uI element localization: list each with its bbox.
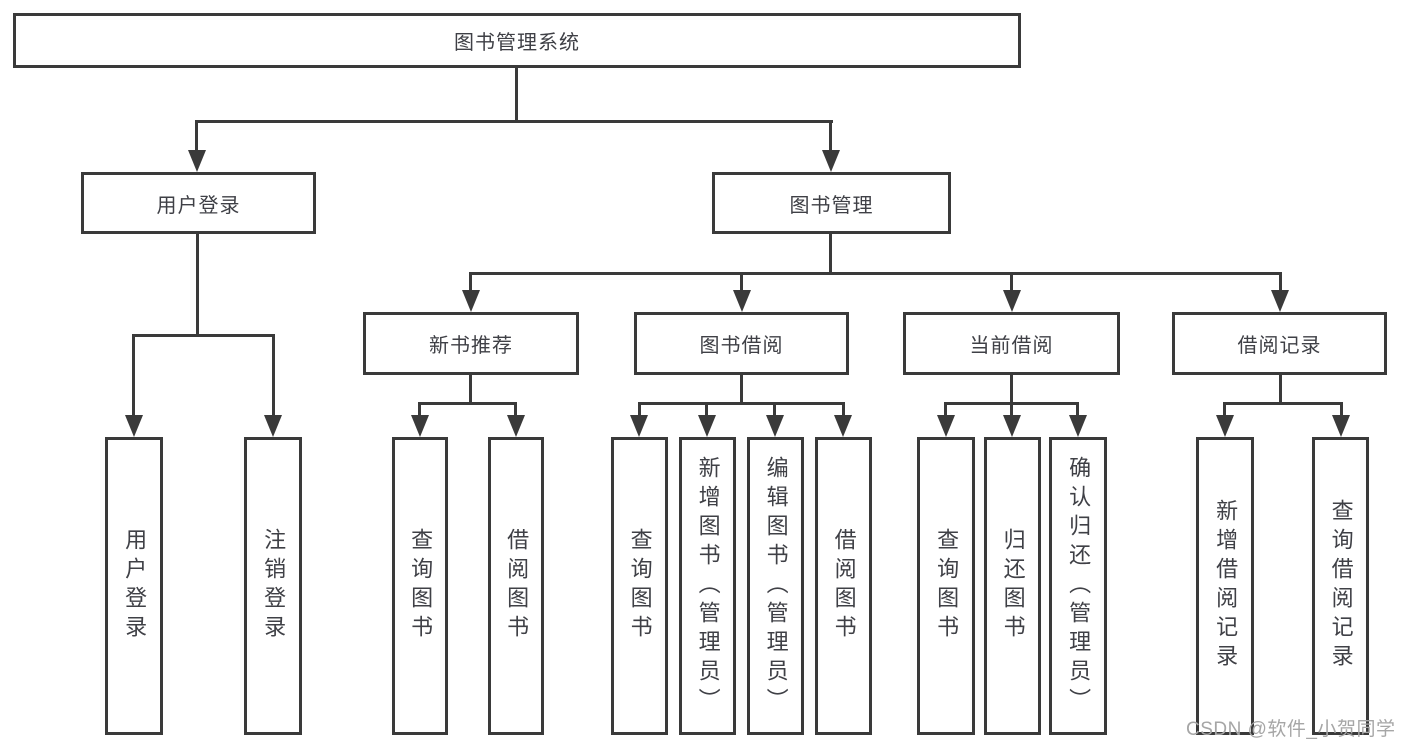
node-user-login-leaf: 用户登录 (105, 437, 163, 735)
node-add-borrow-record: 新增借阅记录 (1196, 437, 1254, 735)
connector-vline (1279, 375, 1282, 404)
node-book-management: 图书管理 (712, 172, 951, 234)
connector-vline (1223, 402, 1226, 415)
arrow-down-icon (507, 415, 525, 437)
connector-vline (1340, 402, 1343, 415)
arrow-down-icon (834, 415, 852, 437)
connector-hline (418, 402, 517, 405)
node-return-books: 归还图书 (984, 437, 1041, 735)
node-borrow-books-2: 借阅图书 (815, 437, 872, 735)
arrow-down-icon (1003, 415, 1021, 437)
node-label: 注销登录 (261, 528, 287, 644)
connector-vline (514, 402, 517, 415)
node-label: 归还图书 (1000, 528, 1026, 644)
node-current-borrow: 当前借阅 (903, 312, 1120, 375)
node-label: 查询图书 (627, 528, 653, 644)
connector-vline (272, 334, 275, 415)
node-label: 借阅图书 (831, 528, 857, 644)
connector-hline (469, 272, 1282, 275)
arrow-down-icon (1003, 290, 1021, 312)
arrow-down-icon (462, 290, 480, 312)
connector-vline (515, 68, 518, 121)
connector-vline (1076, 402, 1079, 415)
connector-vline (196, 234, 199, 336)
node-label: 编辑图书（管理员） (763, 455, 789, 717)
node-logout: 注销登录 (244, 437, 302, 735)
arrow-down-icon (630, 415, 648, 437)
node-add-books-admin: 新增图书（管理员） (679, 437, 736, 735)
node-label: 借阅图书 (504, 528, 530, 644)
connector-vline (944, 402, 947, 415)
connector-hline (1223, 402, 1343, 405)
arrow-down-icon (937, 415, 955, 437)
node-label: 用户登录 (156, 194, 241, 217)
connector-vline (469, 375, 472, 404)
node-label: 借阅记录 (1237, 335, 1322, 357)
connector-vline (705, 402, 708, 415)
node-label: 新增借阅记录 (1213, 499, 1239, 673)
node-label: 确认归还（管理员） (1066, 455, 1092, 717)
connector-vline (195, 120, 198, 152)
arrow-down-icon (188, 150, 206, 172)
connector-vline (1010, 375, 1013, 404)
connector-vline (829, 234, 832, 274)
arrow-down-icon (411, 415, 429, 437)
node-borrow-records: 借阅记录 (1172, 312, 1387, 375)
node-library-system: 图书管理系统 (13, 13, 1021, 68)
node-edit-books-admin: 编辑图书（管理员） (747, 437, 804, 735)
node-query-borrow-record: 查询借阅记录 (1312, 437, 1369, 735)
arrow-down-icon (733, 290, 751, 312)
node-new-book-recommend: 新书推荐 (363, 312, 579, 375)
connector-vline (829, 120, 832, 152)
node-user-login: 用户登录 (81, 172, 316, 234)
connector-hline (195, 120, 833, 123)
connector-vline (132, 334, 135, 415)
node-query-books-2: 查询图书 (611, 437, 668, 735)
arrow-down-icon (766, 415, 784, 437)
node-label: 图书借阅 (699, 335, 784, 357)
connector-vline (1010, 272, 1013, 292)
node-label: 查询图书 (408, 528, 434, 644)
connector-vline (740, 272, 743, 292)
arrow-down-icon (125, 415, 143, 437)
node-label: 新书推荐 (429, 335, 513, 357)
node-label: 新增图书（管理员） (695, 455, 721, 717)
node-borrow-books-1: 借阅图书 (488, 437, 544, 735)
arrow-down-icon (1216, 415, 1234, 437)
arrow-down-icon (698, 415, 716, 437)
node-confirm-return-admin: 确认归还（管理员） (1049, 437, 1107, 735)
node-label: 查询图书 (934, 528, 960, 644)
node-label: 图书管理 (789, 194, 874, 217)
arrow-down-icon (822, 150, 840, 172)
node-book-borrow: 图书借阅 (634, 312, 849, 375)
connector-vline (469, 272, 472, 292)
node-label: 查询借阅记录 (1328, 499, 1354, 673)
connector-hline (638, 402, 845, 405)
node-query-books-3: 查询图书 (917, 437, 975, 735)
arrow-down-icon (1332, 415, 1350, 437)
arrow-down-icon (264, 415, 282, 437)
node-label: 当前借阅 (969, 335, 1054, 357)
connector-vline (740, 375, 743, 404)
connector-hline (132, 334, 275, 337)
connector-vline (842, 402, 845, 415)
connector-vline (1010, 402, 1013, 415)
node-label: 用户登录 (122, 528, 148, 644)
connector-vline (1279, 272, 1282, 292)
node-label: 图书管理系统 (454, 32, 580, 54)
arrow-down-icon (1271, 290, 1289, 312)
node-query-books-1: 查询图书 (392, 437, 448, 735)
csdn-watermark: CSDN @软件_小贺同学 (1186, 719, 1396, 740)
connector-vline (773, 402, 776, 415)
connector-vline (418, 402, 421, 415)
connector-vline (638, 402, 641, 415)
arrow-down-icon (1069, 415, 1087, 437)
